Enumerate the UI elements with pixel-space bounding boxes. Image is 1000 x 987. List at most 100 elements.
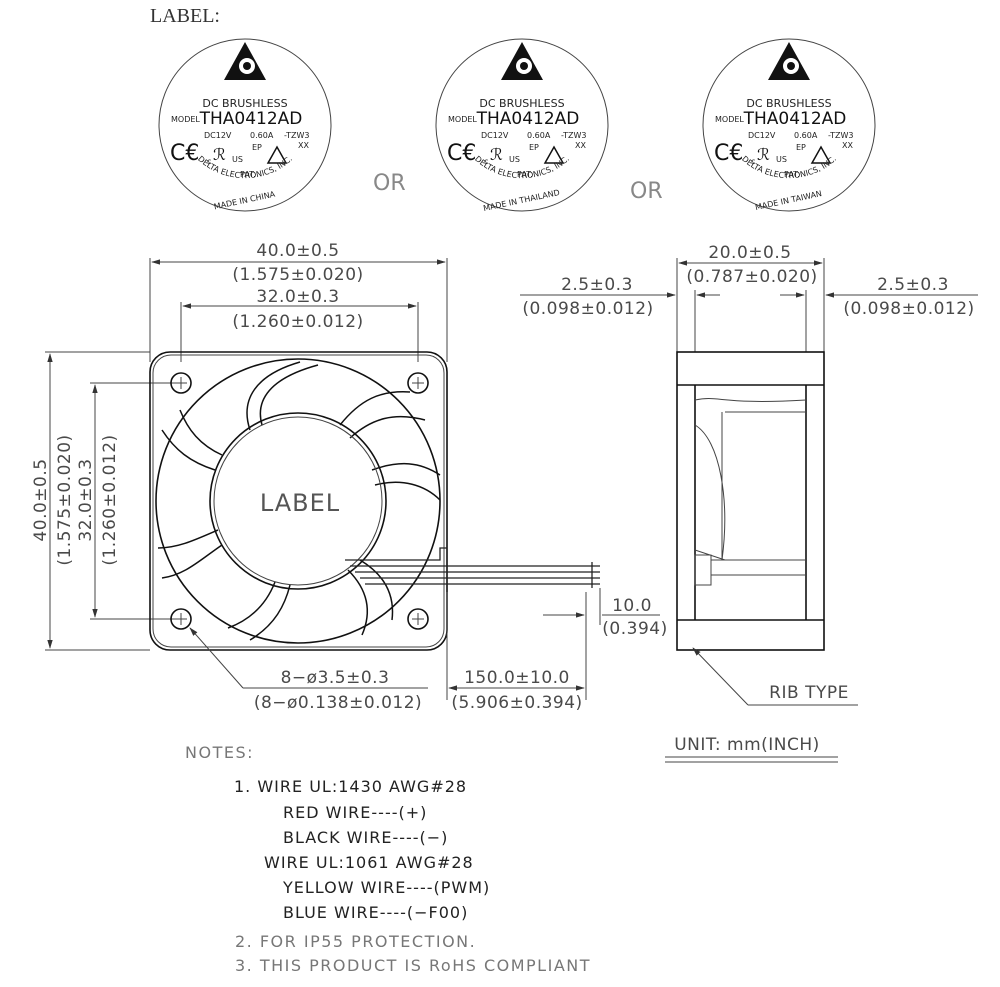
label-us: US (232, 155, 243, 164)
lead-wires (345, 547, 600, 588)
label-type: DC BRUSHLESS (746, 97, 831, 110)
label-us: US (776, 155, 787, 164)
label-taiwan: DC BRUSHLESS MODEL THA0412AD DC12V 0.60A… (702, 38, 876, 212)
label-ep: EP (796, 143, 806, 152)
fan-blade-icon (157, 361, 441, 641)
rib-right-mm: 2.5±0.3 (877, 275, 949, 295)
note-item: BLACK WIRE----(−) (283, 828, 448, 847)
label-type: DC BRUSHLESS (479, 97, 564, 110)
ce-mark-icon: C€ (170, 141, 199, 166)
warning-triangle-icon (810, 145, 832, 164)
delta-logo-icon (768, 42, 810, 80)
notes: NOTES: 1. WIRE UL:1430 AWG#28 RED WIRE--… (185, 743, 591, 975)
label-current: 0.60A (250, 131, 274, 140)
side-view: 20.0±0.5 (0.787±0.020) 2.5±0.3 (0.098±0.… (520, 243, 978, 763)
ul-mark-icon: ℛ (213, 145, 226, 164)
label-thailand: DC BRUSHLESS MODEL THA0412AD DC12V 0.60A… (435, 38, 609, 213)
label-c: c (751, 157, 755, 166)
lead-mm: 150.0±10.0 (464, 668, 570, 688)
delta-logo-icon (501, 42, 543, 80)
mounting-hole-icon (170, 372, 192, 394)
depth-mm: 20.0±0.5 (708, 243, 791, 263)
label-current: 0.60A (794, 131, 818, 140)
notes-heading: NOTES: (185, 743, 254, 762)
warning-triangle-icon (266, 145, 288, 164)
hole-pitch-in: (1.260±0.012) (232, 312, 363, 332)
label-circle (702, 38, 876, 212)
rib-type-leader (692, 647, 749, 706)
strip-in: (0.394) (602, 619, 667, 639)
label-voltage: DC12V (204, 131, 232, 140)
label-xx: XX (842, 141, 853, 150)
label-origin: MADE IN TAIWAN (754, 189, 822, 212)
note-item: 2. FOR IP55 PROTECTION. (235, 932, 476, 951)
label-pat: PAT. (517, 170, 533, 179)
label-us: US (509, 155, 520, 164)
ce-mark-icon: C€ (714, 141, 743, 166)
strip-mm: 10.0 (612, 596, 652, 616)
ul-mark-icon: ℛ (490, 145, 503, 164)
vpitch-in: (1.260±0.012) (100, 434, 120, 565)
warning-triangle-icon (543, 145, 565, 164)
label-pat: PAT. (784, 170, 800, 179)
vpitch-mm: 32.0±0.3 (76, 458, 96, 541)
depth-in: (0.787±0.020) (686, 267, 817, 287)
width-mm: 40.0±0.5 (256, 241, 339, 261)
mounting-hole-icon (407, 372, 429, 394)
note-item: 1. WIRE UL:1430 AWG#28 (234, 777, 467, 796)
width-in: (1.575±0.020) (232, 265, 363, 285)
label-ep: EP (529, 143, 539, 152)
label-heading: LABEL: (150, 5, 220, 27)
label-xx: XX (298, 141, 309, 150)
fan-frame (149, 351, 448, 651)
rib-left-in: (0.098±0.012) (522, 299, 653, 319)
label-circle (435, 38, 609, 212)
or-text-1: OR (373, 171, 406, 196)
label-origin: MADE IN THAILAND (482, 188, 560, 213)
label-type: DC BRUSHLESS (202, 97, 287, 110)
note-item: WIRE UL:1061 AWG#28 (264, 853, 474, 872)
label-circle (158, 38, 332, 212)
label-china: DC BRUSHLESS MODEL THA0412AD DC12V 0.60A… (158, 38, 332, 212)
holes-in: (8−ø0.138±0.012) (254, 693, 422, 713)
label-suffix: -TZW3 (561, 131, 587, 140)
note-item: 3. THIS PRODUCT IS RoHS COMPLIANT (235, 956, 591, 975)
label-suffix: -TZW3 (828, 131, 854, 140)
label-xx: XX (575, 141, 586, 150)
holes-leader (189, 627, 244, 689)
label-pat: PAT. (240, 170, 256, 179)
ul-mark-icon: ℛ (757, 145, 770, 164)
unit-text: UNIT: mm(INCH) (674, 735, 820, 755)
hub-label: LABEL (260, 489, 340, 517)
note-item: BLUE WIRE----(−F00) (283, 903, 468, 922)
label-model-prefix: MODEL (171, 115, 200, 124)
hole-pitch-mm: 32.0±0.3 (256, 287, 339, 307)
holes-mm: 8−ø3.5±0.3 (281, 668, 390, 688)
note-item: RED WIRE----(+) (283, 803, 427, 822)
rib-right-in: (0.098±0.012) (843, 299, 974, 319)
label-c: c (207, 157, 211, 166)
delta-logo-icon (224, 42, 266, 80)
fan-hub (209, 412, 387, 590)
label-ep: EP (252, 143, 262, 152)
ce-mark-icon: C€ (447, 141, 476, 166)
mounting-hole-icon (170, 608, 192, 630)
label-suffix: -TZW3 (284, 131, 310, 140)
height-in: (1.575±0.020) (55, 434, 75, 565)
height-mm: 40.0±0.5 (31, 458, 51, 541)
rib-type-text: RIB TYPE (769, 683, 849, 703)
label-model-prefix: MODEL (715, 115, 744, 124)
label-model: THA0412AD (199, 109, 303, 129)
rib-left-mm: 2.5±0.3 (561, 275, 633, 295)
label-current: 0.60A (527, 131, 551, 140)
label-voltage: DC12V (481, 131, 509, 140)
front-view: 40.0±0.5 (1.575±0.020) 32.0±0.3 (1.260±0… (31, 241, 667, 713)
mounting-hole-icon (407, 608, 429, 630)
label-model-prefix: MODEL (448, 115, 477, 124)
fan-opening (155, 358, 441, 644)
label-model: THA0412AD (476, 109, 580, 129)
note-item: YELLOW WIRE----(PWM) (282, 878, 490, 897)
lead-in: (5.906±0.394) (451, 693, 582, 713)
label-c: c (484, 157, 488, 166)
